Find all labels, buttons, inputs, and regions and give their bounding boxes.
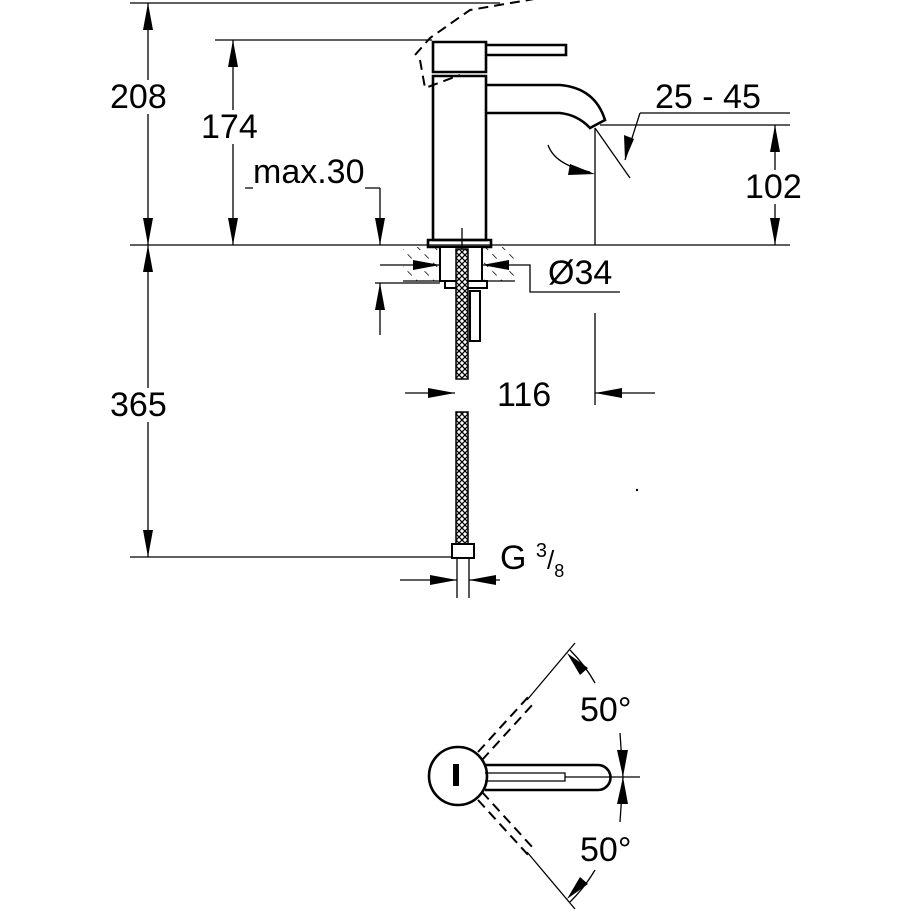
label-174: 174 — [201, 108, 258, 146]
dimension-116 — [405, 313, 655, 405]
label-angle-up: 50° — [580, 691, 632, 729]
label-208: 208 — [110, 78, 167, 116]
label-angle-down: 50° — [580, 831, 632, 869]
label-102: 102 — [745, 168, 802, 206]
label-116: 116 — [497, 376, 552, 414]
supply-hose — [451, 248, 475, 598]
label-365: 365 — [110, 386, 167, 424]
reference-lines — [130, 2, 790, 558]
dimension-thread — [400, 575, 500, 585]
dimension-208 — [143, 3, 153, 245]
faucet-side-view — [414, 0, 607, 249]
faucet-top-view — [427, 642, 640, 910]
label-thread: G 3/8 — [500, 539, 565, 581]
label-max30: max.30 — [253, 153, 365, 191]
label-swivel-range: 25 - 45 — [655, 78, 761, 116]
thread-denominator: 8 — [554, 560, 565, 581]
label-hole-diameter: Ø34 — [548, 254, 613, 292]
thread-numerator: 3 — [535, 540, 548, 562]
thread-g: G — [500, 539, 527, 577]
